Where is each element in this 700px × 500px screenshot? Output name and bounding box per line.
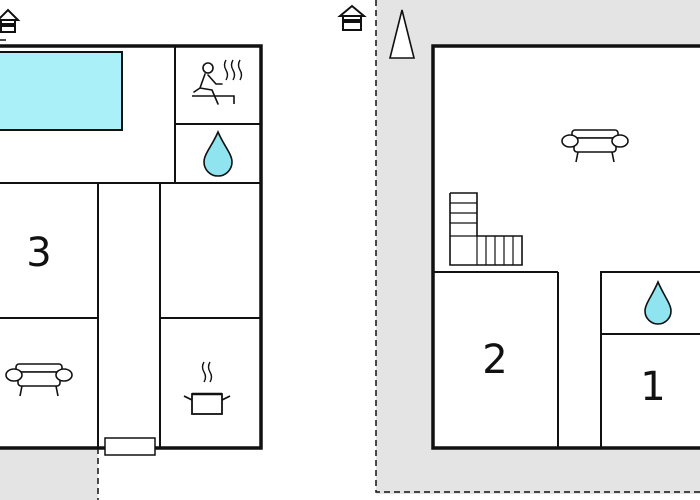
water-drop-icon-right: [644, 279, 672, 325]
house-icon-right: [337, 4, 367, 31]
left-outdoor-plot: [0, 448, 98, 500]
water-drop-icon: [203, 129, 233, 177]
room-1-number: 1: [640, 364, 665, 410]
right-floor-plan: 2 1: [337, 0, 700, 494]
right-outer-wall: [431, 44, 700, 450]
left-floor-plan: 3: [0, 8, 263, 500]
cooking-pot-icon: [183, 361, 231, 415]
house-icon: [0, 8, 21, 33]
sofa-icon-right: [561, 129, 629, 163]
room-2-number: 2: [482, 337, 507, 383]
doorway: [104, 437, 156, 456]
room-3-number: 3: [26, 230, 51, 276]
north-arrow-icon: [388, 9, 416, 59]
bath-wall: [600, 271, 700, 448]
right-plot-boundary: [375, 0, 700, 493]
staircase-icon: [449, 192, 523, 266]
pool: [0, 51, 123, 131]
sauna-icon: [192, 59, 243, 105]
sofa-icon: [5, 363, 73, 397]
